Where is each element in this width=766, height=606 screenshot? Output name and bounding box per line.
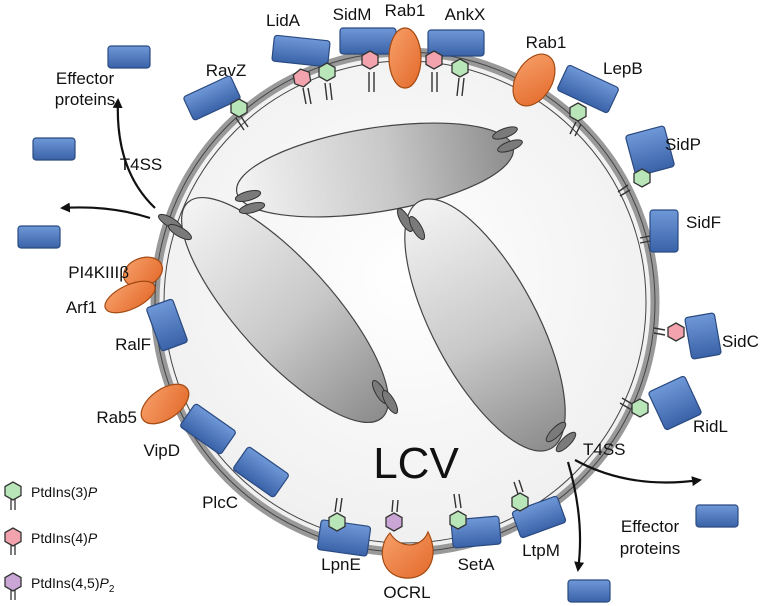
effector-ridl bbox=[648, 375, 702, 431]
effector-lida bbox=[271, 34, 331, 68]
effector-sidm bbox=[339, 27, 397, 55]
label-ltpm: LtpM bbox=[522, 541, 560, 560]
free-effector bbox=[17, 45, 739, 603]
label-ankx: AnkX bbox=[445, 5, 486, 24]
legend-label-pi45p2: PtdIns(4,5)P2 bbox=[31, 575, 115, 595]
gtpase-arf1 bbox=[104, 280, 156, 314]
effector-sidp bbox=[625, 125, 675, 177]
label-ravz: RavZ bbox=[206, 61, 247, 80]
label-sidp: SidP bbox=[665, 135, 701, 154]
effector-ralf bbox=[146, 298, 188, 352]
effector-proteins-label-top-line1: Effector bbox=[56, 69, 115, 88]
legend-item-pi3p: PtdIns(3)P bbox=[4, 481, 98, 510]
label-rab1-right: Rab1 bbox=[526, 33, 567, 52]
legend-label-pi4p: PtdIns(4)P bbox=[31, 530, 98, 546]
legend-item-pi4p: PtdIns(4)P bbox=[4, 527, 98, 555]
effector-sidc bbox=[684, 312, 722, 360]
label-pi4kiiib: PI4KIIIβ bbox=[68, 263, 129, 282]
label-ridl: RidL bbox=[693, 417, 728, 436]
gtpase-ocrl bbox=[381, 530, 434, 579]
effector-proteins-label-bottom-line1: Effector bbox=[621, 517, 680, 536]
pi45p2-icon bbox=[4, 572, 22, 592]
gtpase-rab5 bbox=[140, 383, 190, 425]
membrane-effectors bbox=[146, 27, 722, 557]
pi3p-icon bbox=[4, 481, 22, 501]
lcv-label: LCV bbox=[373, 439, 459, 488]
label-sidc: SidC bbox=[722, 332, 759, 351]
lipid-anchors bbox=[235, 72, 666, 513]
effector-sidf bbox=[649, 209, 679, 253]
t4ss-pore bbox=[158, 126, 577, 453]
label-lida: LidA bbox=[266, 11, 301, 30]
label-seta: SetA bbox=[458, 555, 496, 574]
label-lpne: LpnE bbox=[321, 555, 361, 574]
effector-lpne bbox=[316, 519, 372, 557]
label-rab5: Rab5 bbox=[96, 408, 137, 427]
legend-label-pi3p: PtdIns(3)P bbox=[31, 484, 98, 500]
effector-ltpm bbox=[511, 495, 567, 539]
effector-lepb bbox=[557, 64, 619, 114]
t4ss-label-left: T4SS bbox=[120, 155, 163, 174]
gtpase-rab1-right bbox=[512, 53, 556, 107]
effector-plcc bbox=[233, 446, 289, 498]
label-ralf: RalF bbox=[115, 335, 151, 354]
label-ocrl: OCRL bbox=[383, 583, 430, 602]
label-vipd: VipD bbox=[143, 441, 180, 460]
legend: PtdIns(3)P PtdIns(4)P PtdIns(4,5)P2 bbox=[4, 481, 115, 600]
secretion-arrows bbox=[60, 98, 702, 572]
label-sidm: SidM bbox=[333, 5, 372, 24]
bacterium-left bbox=[181, 196, 389, 424]
effector-ankx bbox=[427, 29, 485, 57]
gtpase-rab1-top bbox=[388, 27, 422, 89]
label-arf1: Arf1 bbox=[66, 298, 97, 317]
t4ss-label-right: T4SS bbox=[583, 440, 626, 459]
legend-item-pi45p2: PtdIns(4,5)P2 bbox=[4, 572, 115, 600]
effector-ravz bbox=[183, 75, 241, 121]
effector-vipd bbox=[180, 403, 236, 455]
effector-proteins-label-bottom-line2: proteins bbox=[620, 539, 680, 558]
effector-proteins-label-top-line2: proteins bbox=[55, 90, 115, 109]
label-lepb: LepB bbox=[603, 59, 643, 78]
bacterium-right bbox=[404, 198, 566, 452]
label-sidf: SidF bbox=[686, 213, 721, 232]
gtpases bbox=[104, 27, 556, 579]
label-rab1-top: Rab1 bbox=[385, 1, 426, 20]
pi4p-icon bbox=[4, 527, 22, 547]
label-plcc: PlcC bbox=[202, 493, 238, 512]
